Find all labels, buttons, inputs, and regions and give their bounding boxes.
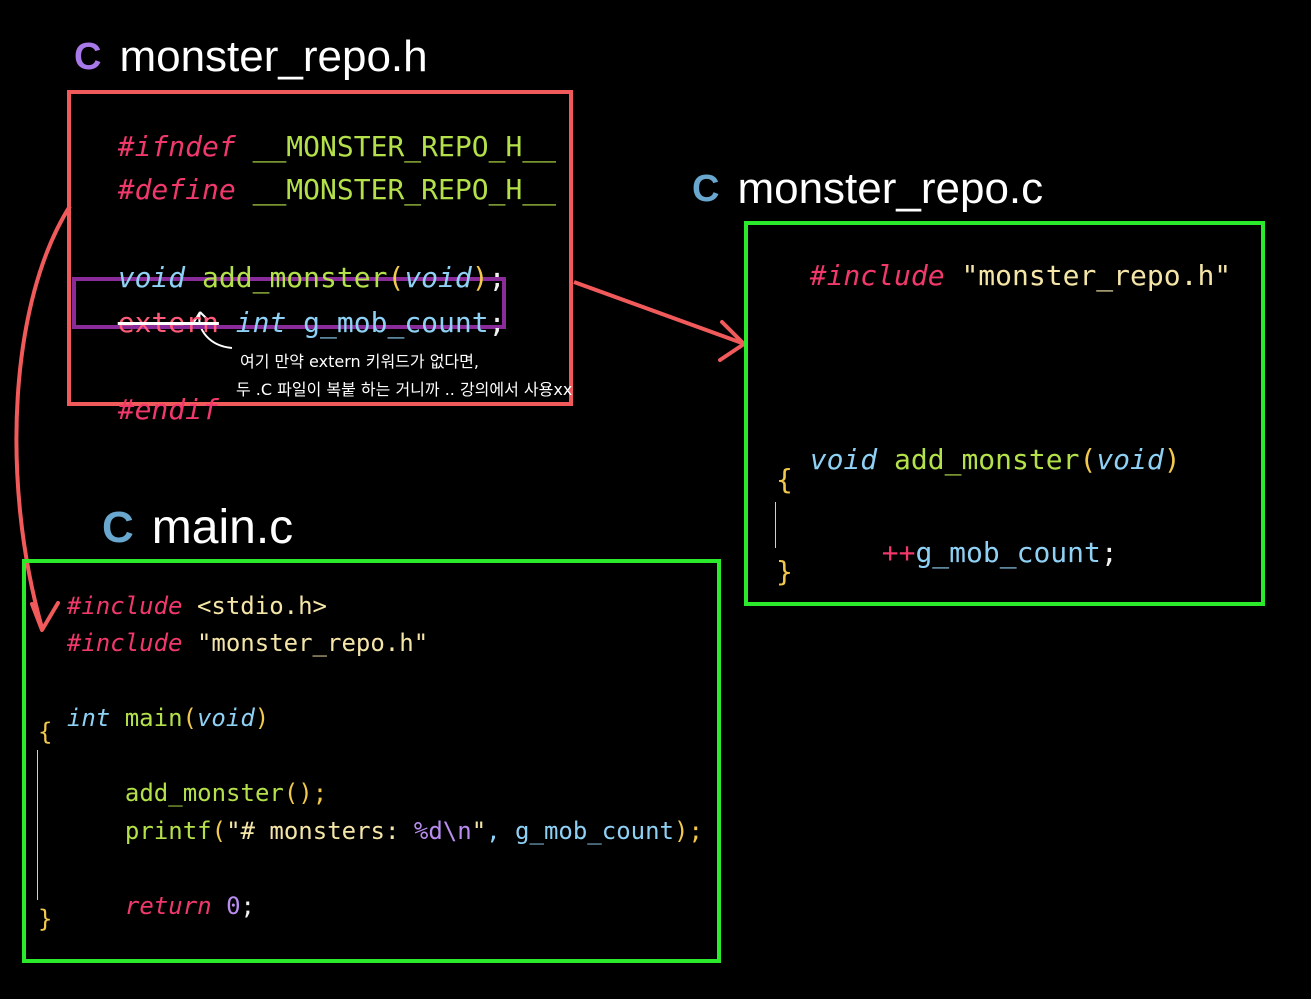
- function-call: printf: [124, 817, 212, 845]
- source-line-include: #include "monster_repo.h": [776, 234, 1231, 290]
- paren: (: [211, 817, 227, 845]
- format-specifier: %d\n: [413, 817, 472, 845]
- header-file-title: C monster_repo.h: [74, 32, 428, 82]
- function-call: add_monster: [124, 779, 284, 807]
- semicolon: ;: [1100, 536, 1118, 569]
- preprocessor-keyword: #include: [809, 259, 945, 292]
- source-line-definition: void add_monster(void): [776, 418, 1181, 474]
- type-keyword: void: [1096, 443, 1164, 476]
- preprocessor-keyword: #include: [66, 592, 183, 620]
- include-path: "monster_repo.h": [196, 629, 429, 657]
- c-language-icon: C: [74, 35, 102, 78]
- variable-name: g_mob_count: [915, 536, 1101, 569]
- header-line-define: #define __MONSTER_REPO_H__: [84, 148, 556, 204]
- source-code-box: [744, 221, 1265, 606]
- source-line-increment: ++g_mob_count;: [848, 511, 1118, 567]
- preprocessor-keyword: #include: [66, 629, 183, 657]
- arrow-header-to-main: [14, 204, 72, 629]
- type-keyword: int: [66, 704, 111, 732]
- source-open-brace: {: [776, 463, 793, 496]
- type-keyword: void: [196, 704, 255, 732]
- preprocessor-keyword: #define: [117, 173, 236, 206]
- preprocessor-keyword: #ifndef: [117, 130, 236, 163]
- variable-name: g_mob_count: [303, 306, 489, 339]
- main-line-include-stdio: #include <stdio.h>: [38, 570, 327, 618]
- main-line-include-repo: #include "monster_repo.h": [38, 607, 428, 655]
- return-keyword: return: [124, 892, 212, 920]
- semicolon: ;: [488, 261, 506, 294]
- arrow-head-main: [30, 601, 60, 632]
- extern-highlight-box: [72, 277, 506, 329]
- paren: (: [387, 261, 405, 294]
- main-line-signature: int main(void): [38, 682, 269, 730]
- indent-guide: [37, 750, 38, 900]
- type-keyword: int: [235, 306, 287, 339]
- source-close-brace: }: [776, 555, 793, 588]
- guard-macro: __MONSTER_REPO_H__: [252, 130, 557, 163]
- operator: ++: [881, 536, 916, 569]
- function-name: add_monster: [894, 443, 1080, 476]
- guard-macro: __MONSTER_REPO_H__: [252, 173, 557, 206]
- extern-keyword-struck: extern: [117, 306, 219, 339]
- main-line-call: add_monster();: [96, 757, 327, 805]
- printf-arguments: , g_mob_count: [486, 817, 674, 845]
- main-open-brace: {: [38, 718, 53, 746]
- semicolon: ;: [240, 892, 255, 920]
- arrow-header-to-source: [573, 280, 743, 345]
- semicolon: ;: [488, 306, 506, 339]
- main-line-printf: printf("# monsters: %d\n", g_mob_count);: [96, 795, 703, 843]
- header-line-extern: extern int g_mob_count;: [84, 281, 506, 339]
- main-file-title: C main.c: [102, 500, 293, 555]
- main-close-brace: }: [38, 905, 53, 933]
- format-string: "# monsters:: [226, 817, 414, 845]
- type-keyword: void: [117, 261, 186, 294]
- paren: (: [1079, 443, 1097, 476]
- call-parens: ();: [283, 779, 328, 807]
- header-line-endif: #endif: [84, 368, 219, 424]
- c-language-icon: C: [102, 502, 134, 552]
- format-string-end: ": [471, 817, 487, 845]
- main-line-return: return 0;: [96, 870, 255, 918]
- header-line-ifndef: #ifndef __MONSTER_REPO_H__: [84, 105, 556, 161]
- include-path: <stdio.h>: [196, 592, 327, 620]
- paren: ): [1163, 443, 1181, 476]
- annotation-note-line1: 여기 만약 extern 키워드가 없다면,: [240, 352, 479, 371]
- paren: (: [182, 704, 197, 732]
- main-code-box: [22, 559, 721, 963]
- include-path: "monster_repo.h": [961, 259, 1232, 292]
- return-value: 0: [226, 892, 241, 920]
- annotation-note-line2: 두 .C 파일이 복붙 하는 거니까 .. 강의에서 사용xx: [236, 380, 573, 399]
- annotation-pointer: [193, 311, 233, 349]
- source-file-title: C monster_repo.c: [692, 164, 1043, 214]
- preprocessor-keyword: #endif: [117, 393, 219, 426]
- header-code-box: [67, 90, 573, 406]
- type-keyword: void: [404, 261, 472, 294]
- c-language-icon: C: [692, 167, 720, 210]
- function-name: add_monster: [202, 261, 388, 294]
- header-file-name: monster_repo.h: [119, 32, 428, 81]
- function-name: main: [124, 704, 183, 732]
- type-keyword: void: [809, 443, 878, 476]
- main-file-name: main.c: [151, 501, 294, 554]
- paren: );: [674, 817, 703, 845]
- indent-guide: [775, 502, 776, 548]
- source-file-name: monster_repo.c: [737, 164, 1044, 213]
- paren: ): [471, 261, 489, 294]
- header-line-prototype: void add_monster(void);: [84, 236, 506, 294]
- paren: ): [254, 704, 270, 732]
